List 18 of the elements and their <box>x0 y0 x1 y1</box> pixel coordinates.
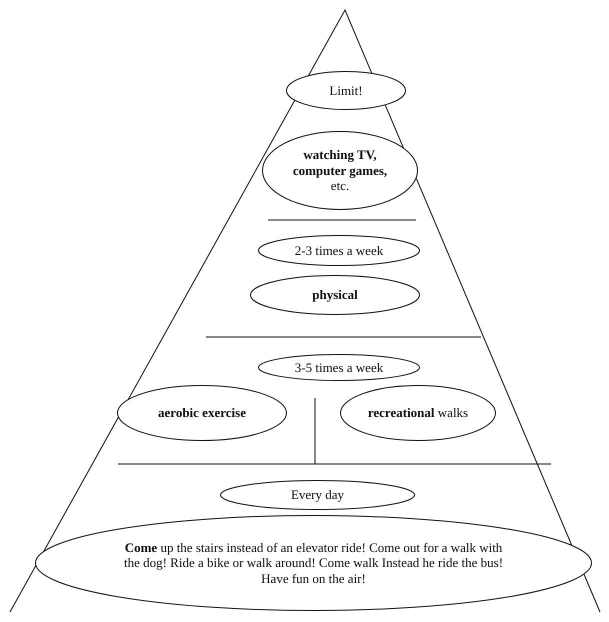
oval-text: aerobic exercise <box>158 405 246 421</box>
oval-shape <box>258 235 420 266</box>
oval-text: Come up the stairs instead of an elevator ride! Come out for a walk with the dog! Ride a bike or walk around! Come walk Instead he ride the bus! Have fun on the air! <box>122 540 504 586</box>
oval-shape <box>35 515 592 611</box>
oval-text: 2-3 times a week <box>294 242 384 258</box>
oval-text: physical <box>312 287 358 303</box>
oval-shape <box>220 480 415 510</box>
oval-text: watching TV, computer games, etc. <box>292 147 388 194</box>
oval-text: recreational walks <box>368 405 468 421</box>
oval-text: Every day <box>290 487 344 503</box>
oval-shape <box>286 71 406 110</box>
oval-shape <box>262 131 418 210</box>
oval-shape <box>340 385 496 441</box>
oval-text: 3-5 times a week <box>294 360 384 376</box>
oval-shape <box>117 385 287 441</box>
oval-text: Limit! <box>329 82 363 98</box>
oval-shape <box>258 354 420 381</box>
oval-shape <box>250 275 420 315</box>
